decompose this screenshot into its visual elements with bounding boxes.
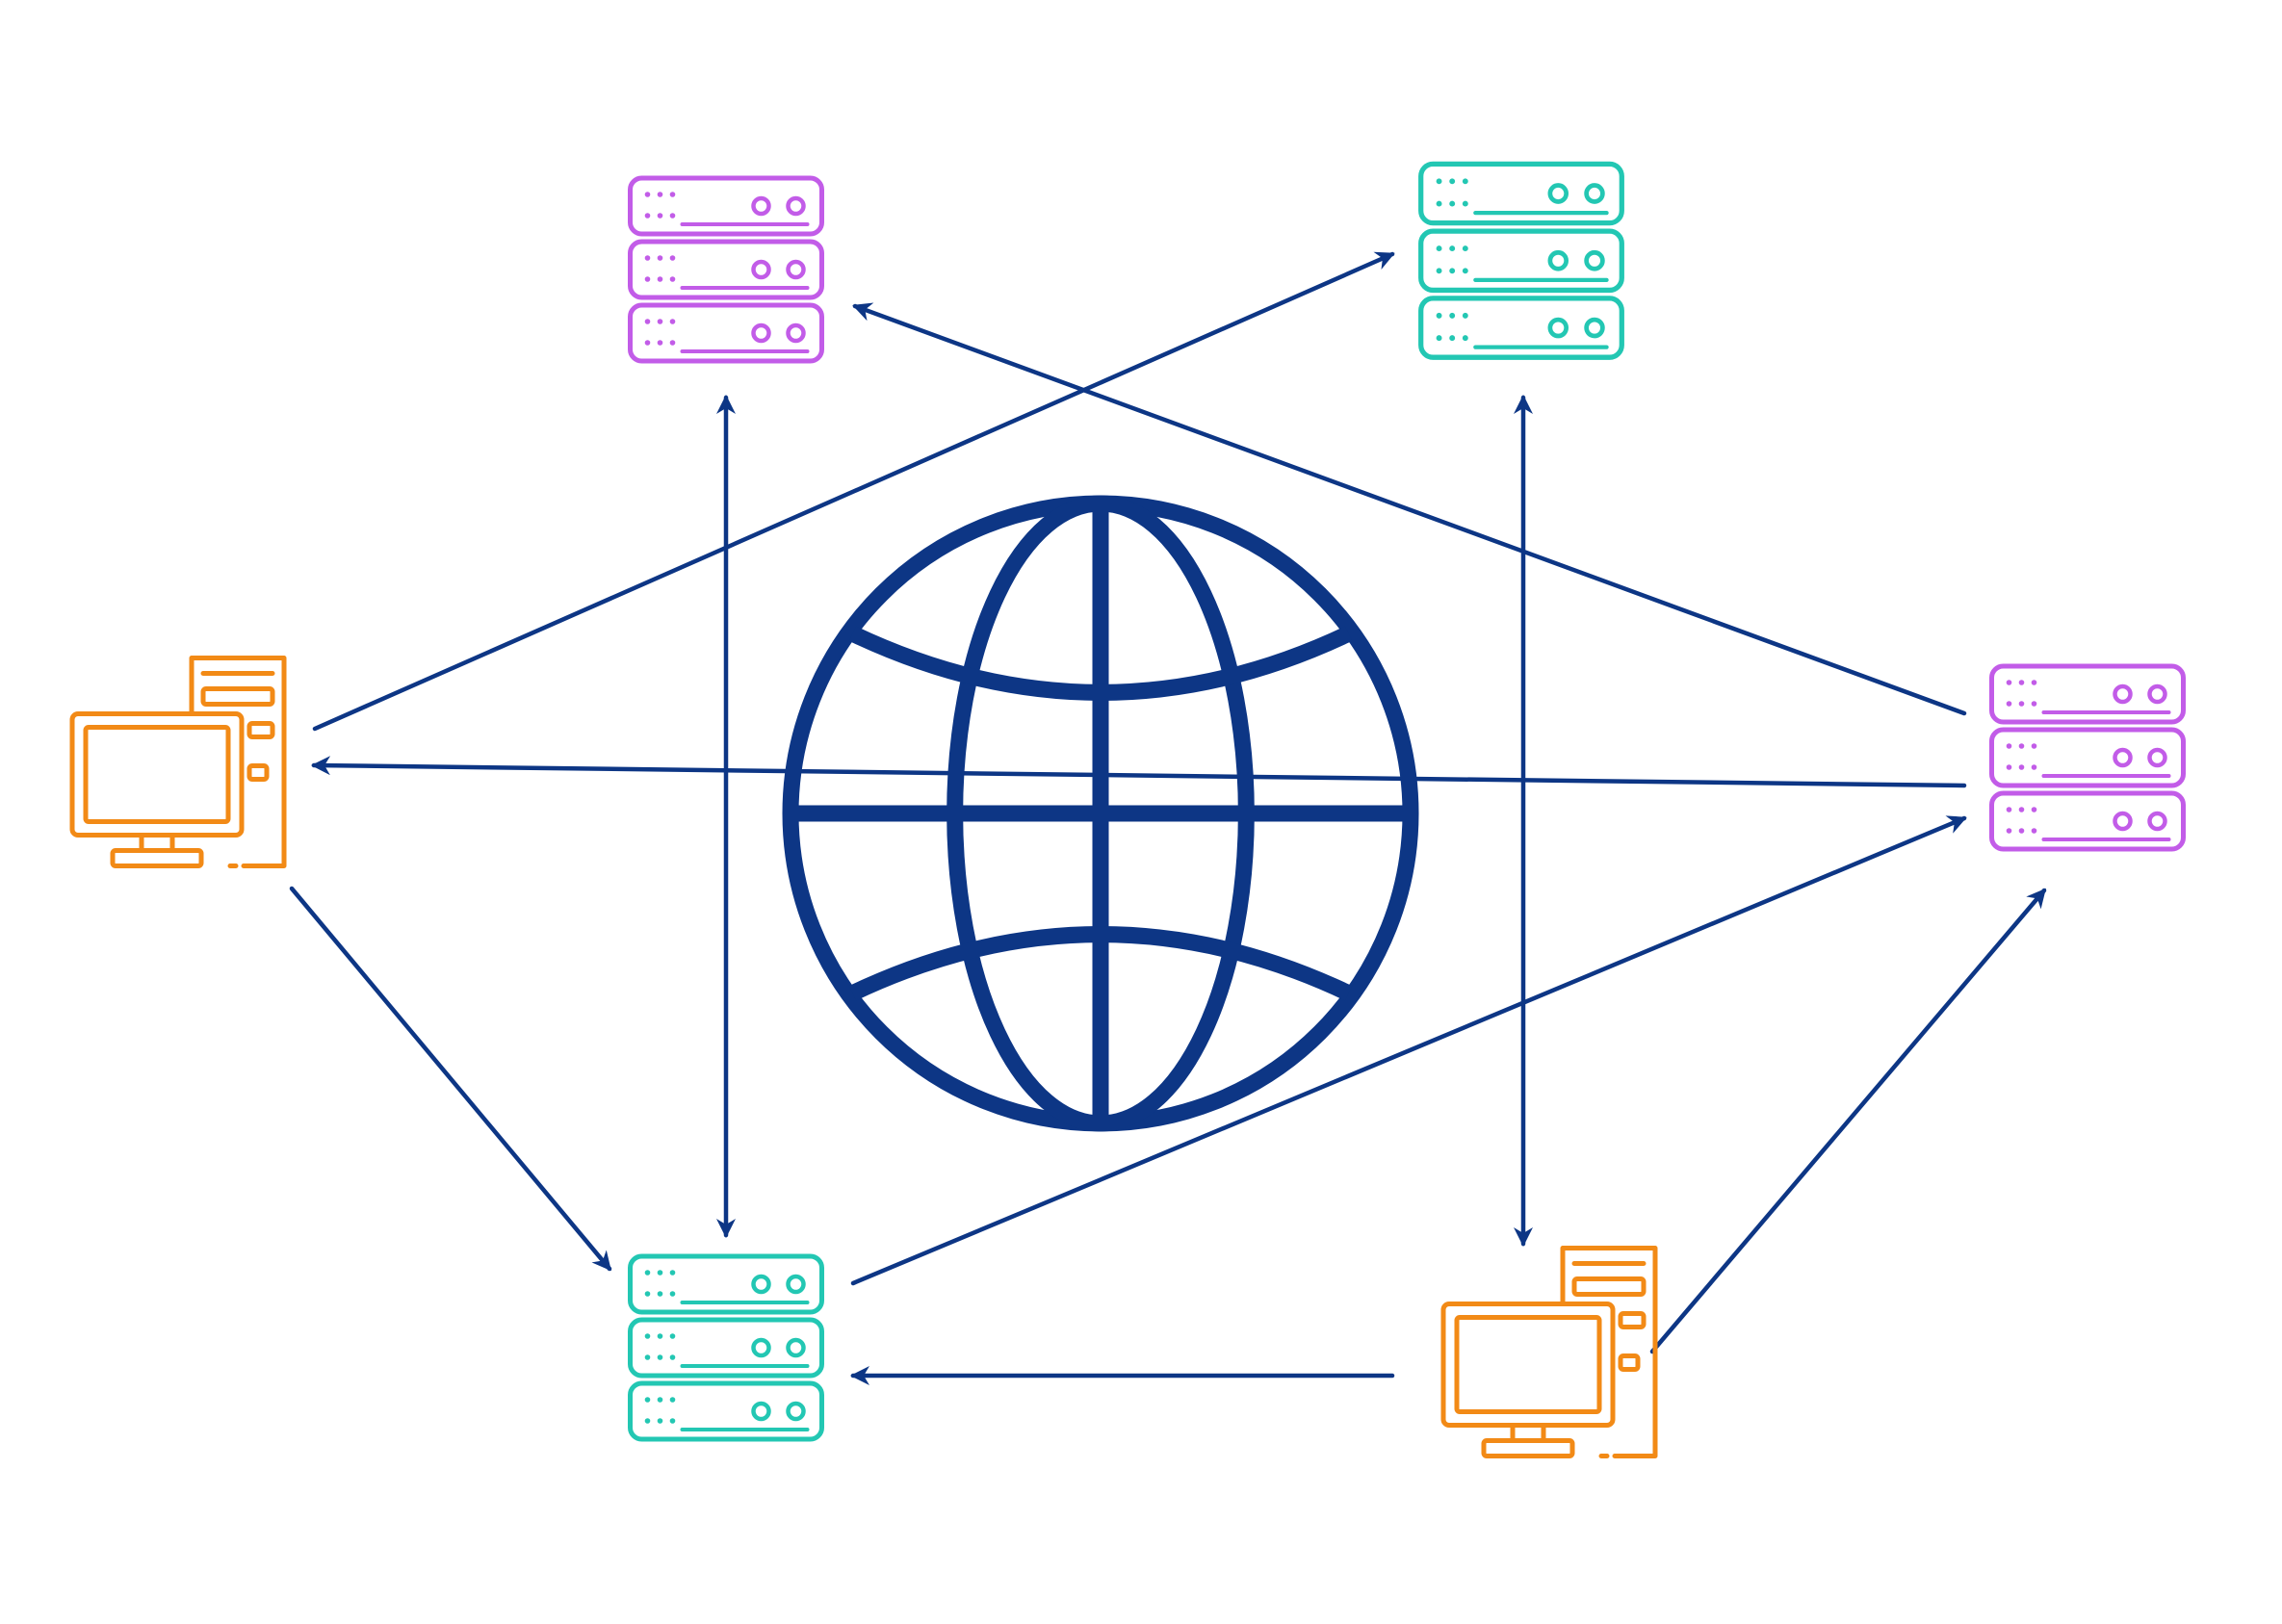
server-unit — [628, 1253, 824, 1315]
server-rack-icon — [628, 1253, 824, 1442]
server-unit — [1989, 663, 2186, 725]
desktop-computer-icon — [69, 656, 287, 868]
led-icon — [786, 195, 806, 217]
connector-layer — [289, 251, 2047, 1385]
server-unit — [1989, 727, 2186, 788]
connector-server-right-to-computer-left — [311, 756, 1967, 788]
connector-computer-bottom-right-to-server-right — [1649, 888, 2047, 1354]
led-icon — [2147, 683, 2167, 705]
led-icon — [751, 1401, 771, 1422]
led-icon — [751, 259, 771, 280]
server-rack-icon — [1989, 663, 2186, 852]
led-icon — [786, 1401, 806, 1422]
server-unit — [628, 175, 824, 237]
led-icon — [1584, 249, 1605, 271]
led-icon — [751, 1274, 771, 1295]
led-icon — [1547, 183, 1569, 204]
server-unit — [628, 302, 824, 364]
connector-computer-left-to-server-bottom-left — [289, 886, 612, 1272]
led-icon — [1547, 249, 1569, 271]
led-icon — [751, 1337, 771, 1358]
tower-case — [1560, 1246, 1658, 1458]
led-icon — [786, 322, 806, 344]
server-rack-icon — [1418, 161, 1624, 360]
server-unit — [628, 1317, 824, 1379]
led-icon — [2113, 683, 2133, 705]
globe-icon — [782, 495, 1419, 1132]
connector-server-bottom-left-to-server-right — [850, 815, 1967, 1286]
node-layer — [69, 161, 2186, 1458]
desktop-computer-icon — [1440, 1246, 1658, 1458]
tower-case — [189, 656, 287, 868]
monitor-stand — [1481, 1438, 1575, 1458]
server-unit — [1418, 296, 1624, 360]
led-icon — [1584, 317, 1605, 339]
led-icon — [751, 322, 771, 344]
connector-server-right-to-server-top-left — [852, 302, 1967, 716]
led-icon — [1584, 183, 1605, 204]
server-unit — [1418, 161, 1624, 226]
server-unit — [1418, 228, 1624, 294]
server-unit — [1989, 790, 2186, 852]
led-icon — [786, 259, 806, 280]
led-icon — [751, 195, 771, 217]
led-icon — [2113, 811, 2133, 832]
globe-latitude-lower — [848, 926, 1353, 1001]
led-icon — [1547, 317, 1569, 339]
led-icon — [2147, 811, 2167, 832]
led-icon — [786, 1337, 806, 1358]
server-unit — [628, 1380, 824, 1442]
led-icon — [2147, 747, 2167, 768]
led-icon — [786, 1274, 806, 1295]
connector-computer-left-to-server-top-right — [312, 251, 1395, 732]
led-icon — [2113, 747, 2133, 768]
server-rack-icon — [628, 175, 824, 364]
monitor-stand — [110, 848, 204, 868]
server-unit — [628, 239, 824, 300]
monitor — [69, 711, 245, 838]
monitor — [1440, 1302, 1616, 1428]
globe-latitude-upper — [848, 626, 1353, 701]
